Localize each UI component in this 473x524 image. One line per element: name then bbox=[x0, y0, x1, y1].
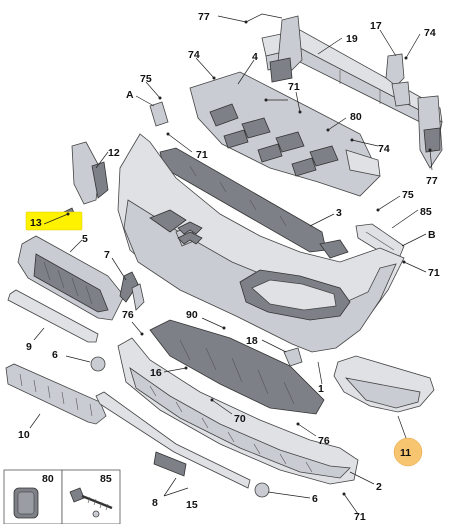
label-90: 90 bbox=[186, 309, 198, 321]
label-75a: 75 bbox=[140, 73, 152, 85]
label-9: 9 bbox=[26, 341, 32, 353]
upper-grille bbox=[17, 235, 125, 321]
label-85: 85 bbox=[420, 206, 432, 218]
label-19: 19 bbox=[346, 33, 358, 45]
label-74a: 74 bbox=[424, 27, 436, 39]
bumper-cover bbox=[117, 133, 405, 353]
label-12: 12 bbox=[108, 147, 120, 159]
label-11: 11 bbox=[400, 447, 411, 459]
corner-trim-11 bbox=[333, 355, 435, 413]
highlight-13 bbox=[25, 211, 83, 231]
label-3: 3 bbox=[336, 207, 342, 219]
label-15: 15 bbox=[186, 499, 198, 511]
label-76b: 76 bbox=[318, 435, 330, 447]
label-77b: 77 bbox=[426, 175, 438, 187]
label-5: 5 bbox=[82, 233, 88, 245]
leader-lines bbox=[29, 13, 433, 515]
label-6a: 6 bbox=[52, 349, 58, 361]
label-70: 70 bbox=[234, 413, 246, 425]
callout-labels: 77 17 74 19 74 4 75 A 71 71 80 74 12 77 … bbox=[18, 11, 440, 523]
label-B: B bbox=[428, 229, 436, 241]
sensor-6-upper bbox=[90, 356, 106, 372]
label-71a: 71 bbox=[288, 81, 300, 93]
brand-logo bbox=[177, 221, 203, 245]
fastener-legend: 80 85 bbox=[3, 469, 121, 524]
bracket-A bbox=[149, 101, 169, 127]
label-7: 7 bbox=[104, 249, 110, 261]
legend-label-80: 80 bbox=[42, 473, 54, 485]
label-4: 4 bbox=[252, 51, 258, 63]
label-18: 18 bbox=[246, 335, 258, 347]
undertray-16 bbox=[149, 319, 325, 415]
lower-spoiler bbox=[117, 337, 359, 485]
bracket-17 bbox=[385, 53, 411, 107]
legend-label-85: 85 bbox=[100, 473, 112, 485]
label-13: 13 bbox=[30, 217, 42, 229]
label-1: 1 bbox=[318, 383, 324, 395]
clip-fastener-icon bbox=[13, 487, 39, 519]
label-71d: 71 bbox=[354, 511, 366, 523]
label-8: 8 bbox=[152, 497, 158, 509]
label-16: 16 bbox=[150, 367, 162, 379]
label-75b: 75 bbox=[402, 189, 414, 201]
side-guide-12 bbox=[71, 141, 109, 205]
sensor-6-lower bbox=[254, 482, 270, 498]
label-77a: 77 bbox=[198, 11, 210, 23]
label-71c: 71 bbox=[428, 267, 440, 279]
label-74c: 74 bbox=[378, 143, 390, 155]
label-80: 80 bbox=[350, 111, 362, 123]
highlight-11 bbox=[393, 437, 423, 467]
label-74b: 74 bbox=[188, 49, 200, 61]
label-6b: 6 bbox=[312, 493, 318, 505]
beam-bracket-left bbox=[269, 15, 303, 83]
lower-grille-10 bbox=[5, 363, 107, 425]
label-10: 10 bbox=[18, 429, 30, 441]
label-A1: A bbox=[126, 89, 134, 101]
lower-strip-8 bbox=[95, 391, 251, 489]
energy-absorber bbox=[189, 71, 381, 197]
label-17: 17 bbox=[370, 20, 382, 32]
bracket-18 bbox=[283, 347, 303, 367]
label-2: 2 bbox=[376, 481, 382, 493]
beam-bracket-right bbox=[417, 95, 443, 169]
chrome-strip-9 bbox=[7, 289, 99, 343]
label-76a: 76 bbox=[122, 309, 134, 321]
screw-fastener-icon bbox=[69, 487, 113, 518]
fog-trim-7 bbox=[119, 271, 145, 311]
label-71b: 71 bbox=[196, 149, 208, 161]
